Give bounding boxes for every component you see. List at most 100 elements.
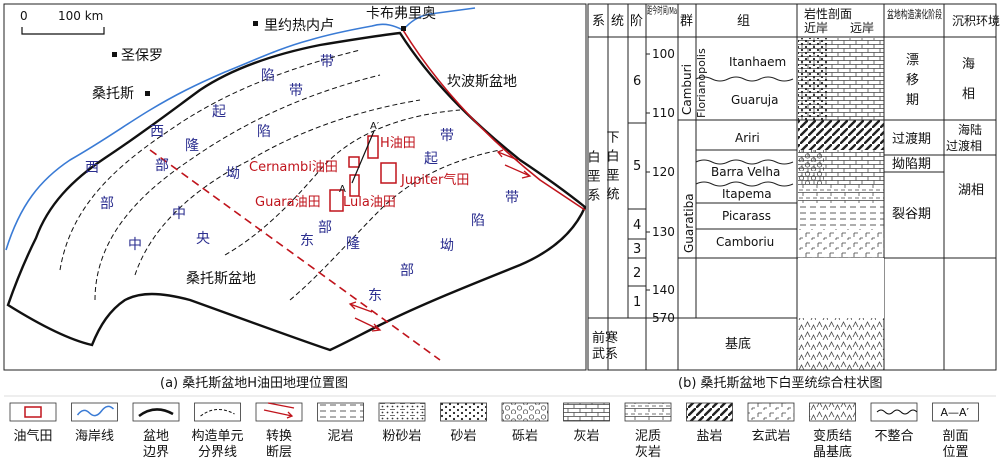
city-cabo-frio: 卡布弗里奥 xyxy=(366,5,436,22)
legend-label: 边界 xyxy=(143,445,169,460)
stage-drift-1: 漂 xyxy=(906,52,919,68)
legend-item-unconformity-wave: 不整合 xyxy=(870,402,918,444)
section-line-icon xyxy=(932,402,979,422)
legend-label: 泥岩 xyxy=(327,429,353,444)
dashed-curve-icon xyxy=(194,402,241,422)
blue-wave-icon xyxy=(71,402,118,422)
legend-label: 位置 xyxy=(942,445,968,460)
field-cernambi-label: Cernambi油田 xyxy=(249,160,338,175)
legend-item-basalt-pattern: 玄武岩 xyxy=(747,402,795,444)
header-stage: 阶 xyxy=(630,14,643,29)
header-tectonic: 盆地构造演化阶段 xyxy=(887,7,942,21)
formation-itapema: Itapema xyxy=(722,187,772,201)
fault-arrow xyxy=(348,149,532,332)
zone-char: 部 xyxy=(100,196,114,212)
stage-6: 6 xyxy=(633,74,641,89)
zone-char: 起 xyxy=(424,151,438,167)
zone-labels: 西 部 中 西 部 隆 起 中 央 坳 陷 带 东 部 隆 起 带 东 部 坳 … xyxy=(85,54,519,304)
zone-char: 坳 xyxy=(226,166,240,182)
zone-char: 东 xyxy=(300,233,314,249)
scale-label: 100 km xyxy=(58,9,103,23)
age-120: 120 xyxy=(652,165,675,179)
zone-char: 部 xyxy=(400,263,414,279)
legend-item-blue-wave: 海岸线 xyxy=(71,402,118,444)
zone-char: 中 xyxy=(128,237,142,253)
header-offshore: 远岸 xyxy=(850,21,874,35)
sandstone-pattern-icon xyxy=(440,402,487,422)
stage-5: 5 xyxy=(633,159,641,174)
transform-fault-south xyxy=(149,149,441,361)
oil-gas-fields: H油田 Cernambi油田 Jupiter气田 Guara油田 Lula油田 xyxy=(249,135,469,212)
header-group: 群 xyxy=(680,14,693,29)
header-age: 距今时间/Ma xyxy=(647,4,677,17)
legend-label: 灰岩 xyxy=(635,445,661,460)
formation-itanhaem: Itanhaem xyxy=(729,55,786,69)
legend-label: 粉砂岩 xyxy=(382,429,421,444)
siltstone-pattern-icon xyxy=(378,402,426,422)
santos-basin-label: 桑托斯盆地 xyxy=(186,271,256,287)
zone-char: 坳 xyxy=(440,238,454,254)
zone-char: 西 xyxy=(150,124,164,140)
thick-curve-icon xyxy=(132,402,180,422)
system-label: 白垩系 xyxy=(585,149,601,207)
stage-4: 4 xyxy=(633,218,641,233)
basement-system-2: 武系 xyxy=(592,347,618,362)
env-transitional-2: 过渡相 xyxy=(946,138,982,153)
legend-label: 剖面 xyxy=(942,429,968,444)
section-a: A xyxy=(339,184,346,195)
header-system: 系 xyxy=(592,14,605,29)
stage-1: 1 xyxy=(633,295,641,310)
env-marine-2: 相 xyxy=(962,87,975,102)
city-rio: 里约热内卢 xyxy=(264,18,334,34)
location-map: 0 100 km 圣保罗 桑托斯 xyxy=(3,3,587,371)
age-140: 140 xyxy=(652,283,675,297)
basin-boundary xyxy=(6,31,587,352)
zone-char: 起 xyxy=(212,104,226,120)
header-lithology: 岩性剖面 xyxy=(804,6,852,21)
basalt-pattern-icon xyxy=(747,402,795,422)
cities: 圣保罗 桑托斯 里约热内卢 卡布弗里奥 xyxy=(92,5,436,102)
legend-label: 灰岩 xyxy=(573,429,599,444)
stage-drift-3: 期 xyxy=(906,93,919,108)
env-lacustrine: 湖相 xyxy=(958,183,984,198)
system-text: 白垩系 xyxy=(585,149,601,207)
legend-label: 不整合 xyxy=(874,429,913,444)
limestone-pattern-icon xyxy=(563,402,610,422)
group-florianopolis: Florianopolis xyxy=(695,48,708,118)
basement-system-1: 前寒 xyxy=(592,330,618,346)
stage-transition: 过渡期 xyxy=(892,131,931,147)
coastline xyxy=(5,7,476,251)
legend-label: 油气田 xyxy=(13,428,52,444)
red-rectangle-icon xyxy=(9,402,57,422)
header-formation: 组 xyxy=(737,14,750,29)
zone-char: 陷 xyxy=(257,124,271,140)
zone-char: 央 xyxy=(196,231,210,247)
zone-char: 带 xyxy=(440,128,454,144)
zone-char: 带 xyxy=(320,54,334,70)
field-h-label: H油田 xyxy=(380,136,416,151)
age-130: 130 xyxy=(652,225,675,239)
stage-rift: 裂谷期 xyxy=(892,207,931,222)
header-nearshore: 近岸 xyxy=(804,21,828,35)
map-frame xyxy=(3,3,587,371)
legend-label: 玄武岩 xyxy=(751,429,790,444)
legend-label: 断层 xyxy=(266,445,292,460)
age-100: 100 xyxy=(652,47,675,61)
structural-boundaries xyxy=(59,49,501,301)
legend-item-salt-pattern: 盐岩 xyxy=(686,402,733,444)
metamorphic-pattern-icon xyxy=(809,402,856,422)
legend-item-mudstone-pattern: 泥岩 xyxy=(317,402,364,444)
basement-label: 基底 xyxy=(725,336,751,352)
legend-label: 分界线 xyxy=(198,445,237,460)
strat-column: 系 统 阶 距今时间/Ma 群 组 岩性剖面 近岸 远岸 盆地构造演化阶段 沉积… xyxy=(585,3,1000,371)
stage-3: 3 xyxy=(633,242,641,257)
header-series: 统 xyxy=(611,14,624,29)
zone-char: 东 xyxy=(368,288,382,304)
legend-item-siltstone-pattern: 粉砂岩 xyxy=(378,402,426,444)
